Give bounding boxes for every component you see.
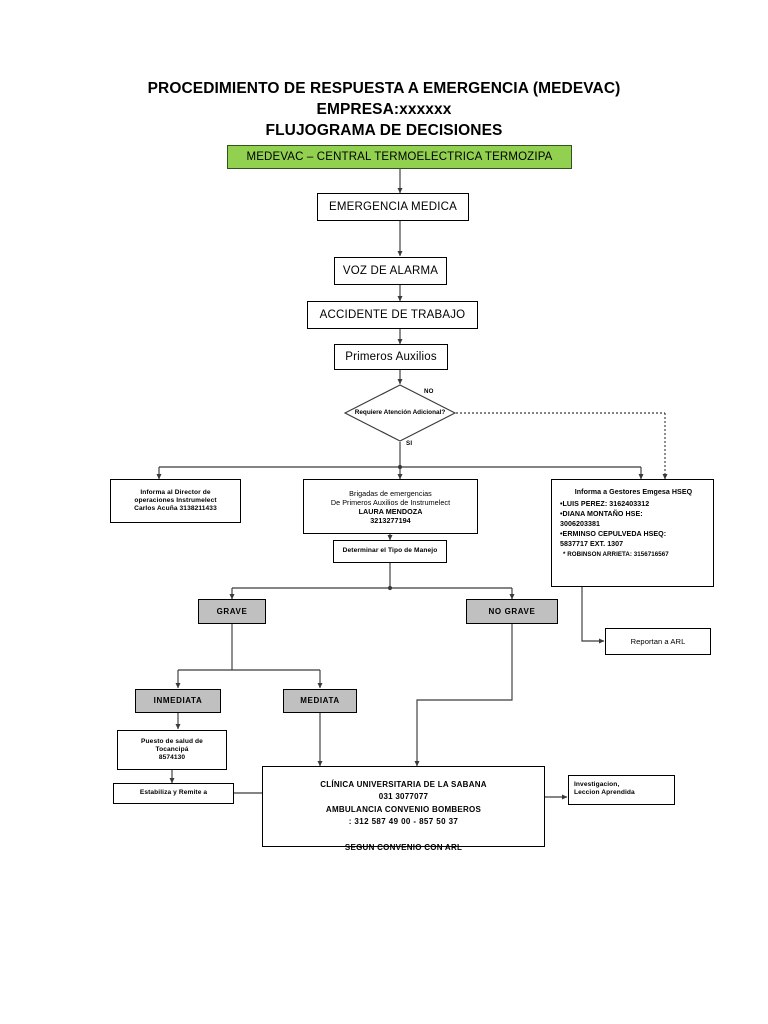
clinica-spacer [263, 829, 544, 842]
node-header-medevac[interactable]: MEDEVAC – CENTRAL TERMOELECTRICA TERMOZI… [227, 145, 572, 169]
clinica-line-2: 031 3077077 [378, 792, 429, 802]
gestores-item-2: •DIANA MONTAÑO HSE: [560, 510, 643, 519]
node-decision-requiere-atencion[interactable]: Requiere Atención Adicional? [344, 384, 456, 442]
edge-label-no: NO [424, 388, 434, 395]
node-accidente-de-trabajo[interactable]: ACCIDENTE DE TRABAJO [307, 301, 478, 329]
brigadas-line-3: LAURA MENDOZA [358, 506, 423, 516]
decision-line-3: Adicional? [412, 408, 446, 416]
node-accidente-de-trabajo-label: ACCIDENTE DE TRABAJO [319, 308, 466, 321]
gestores-header: Informa a Gestores Emgesa HSEQ [574, 488, 693, 496]
node-inmediata[interactable]: INMEDIATA [135, 689, 221, 713]
node-clinica-universitaria-sabana[interactable]: CLÍNICA UNIVERSITARIA DE LA SABANA 031 3… [262, 766, 545, 852]
gestores-item-3: 3006203381 [560, 520, 600, 529]
node-informa-director-operaciones[interactable]: Informa al Director de operaciones Instr… [110, 479, 241, 523]
node-voz-de-alarma-label: VOZ DE ALARMA [342, 264, 439, 277]
informa-director-line-3: Carlos Acuña 3138211433 [134, 505, 217, 513]
gestores-item-1: •LUIS PEREZ: 3162403312 [560, 500, 650, 509]
brigadas-line-4: 3213277194 [370, 515, 411, 525]
clinica-footer: SEGUN CONVENIO CON ARL [344, 842, 463, 852]
gestores-item-6: * ROBINSON ARRIETA: 3156716567 [563, 551, 669, 559]
node-reportan-arl[interactable]: Reportan a ARL [605, 628, 711, 655]
puesto-salud-line-1: Puesto de salud de [141, 737, 203, 745]
node-estabiliza-remite-label: Estabiliza y Remite a [139, 789, 208, 797]
node-gestores-emgesa-hseq[interactable]: Informa a Gestores Emgesa HSEQ •LUIS PER… [551, 479, 714, 587]
node-mediata[interactable]: MEDIATA [283, 689, 357, 713]
node-mediata-label: MEDIATA [300, 696, 340, 705]
decision-line-1: Requiere [354, 408, 383, 416]
puesto-salud-line-3: 8574130 [158, 754, 186, 762]
decision-line-2: Atención [383, 408, 412, 416]
node-grave[interactable]: GRAVE [198, 599, 266, 624]
diamond-shape [344, 384, 456, 442]
node-primeros-auxilios-label: Primeros Auxilios [345, 350, 437, 363]
investigacion-line-1: Investigacion, [574, 781, 620, 788]
node-voz-de-alarma[interactable]: VOZ DE ALARMA [334, 257, 447, 285]
node-reportan-arl-label: Reportan a ARL [630, 636, 686, 646]
investigacion-line-2: Leccion Aprendida [574, 789, 635, 797]
node-primeros-auxilios[interactable]: Primeros Auxilios [334, 344, 448, 370]
brigadas-line-1: Brigadas de emergencias [349, 488, 432, 498]
node-investigacion-leccion-aprendida[interactable]: Investigacion, Leccion Aprendida [568, 775, 675, 805]
node-decision-label: Requiere Atención Adicional? [344, 384, 456, 442]
node-emergencia-medica-label: EMERGENCIA MEDICA [328, 200, 457, 213]
gestores-item-4: •ERMINSO CEPULVEDA HSEQ: [560, 530, 667, 539]
node-puesto-salud-tocancipa[interactable]: Puesto de salud de Tocancipá 8574130 [117, 730, 227, 770]
node-grave-label: GRAVE [216, 606, 248, 616]
gestores-item-5: 5837717 EXT. 1307 [560, 540, 624, 549]
informa-director-line-1: Informa al Director de [140, 488, 211, 496]
node-header-medevac-label: MEDEVAC – CENTRAL TERMOELECTRICA TERMOZI… [246, 150, 553, 163]
node-no-grave-label: NO GRAVE [488, 606, 536, 616]
clinica-line-4: : 312 587 49 00 - 857 50 37 [348, 817, 459, 827]
title-line-3: FLUJOGRAMA DE DECISIONES [265, 122, 503, 139]
title-line-2: EMPRESA:xxxxxx [316, 101, 452, 118]
clinica-line-1: CLÍNICA UNIVERSITARIA DE LA SABANA [320, 780, 487, 789]
node-no-grave[interactable]: NO GRAVE [466, 599, 558, 624]
node-inmediata-label: INMEDIATA [153, 696, 203, 705]
title-line-1: PROCEDIMIENTO DE RESPUESTA A EMERGENCIA … [147, 80, 621, 97]
edge-label-si: SI [406, 440, 413, 447]
node-estabiliza-remite[interactable]: Estabiliza y Remite a [113, 783, 234, 804]
node-brigadas-emergencias[interactable]: Brigadas de emergencias De Primeros Auxi… [303, 479, 478, 534]
node-emergencia-medica[interactable]: EMERGENCIA MEDICA [317, 193, 469, 221]
informa-director-line-2: operaciones Instrumelect [134, 496, 217, 504]
node-determinar-tipo-manejo-label: Determinar el Tipo de Manejo [342, 547, 438, 555]
puesto-salud-line-2: Tocancipá [155, 745, 189, 753]
clinica-line-3: AMBULANCIA CONVENIO BOMBEROS [325, 804, 482, 814]
page-title: PROCEDIMIENTO DE RESPUESTA A EMERGENCIA … [64, 78, 704, 141]
brigadas-line-2: De Primeros Auxilios de Instrumelect [330, 497, 451, 507]
node-determinar-tipo-manejo[interactable]: Determinar el Tipo de Manejo [333, 540, 447, 563]
